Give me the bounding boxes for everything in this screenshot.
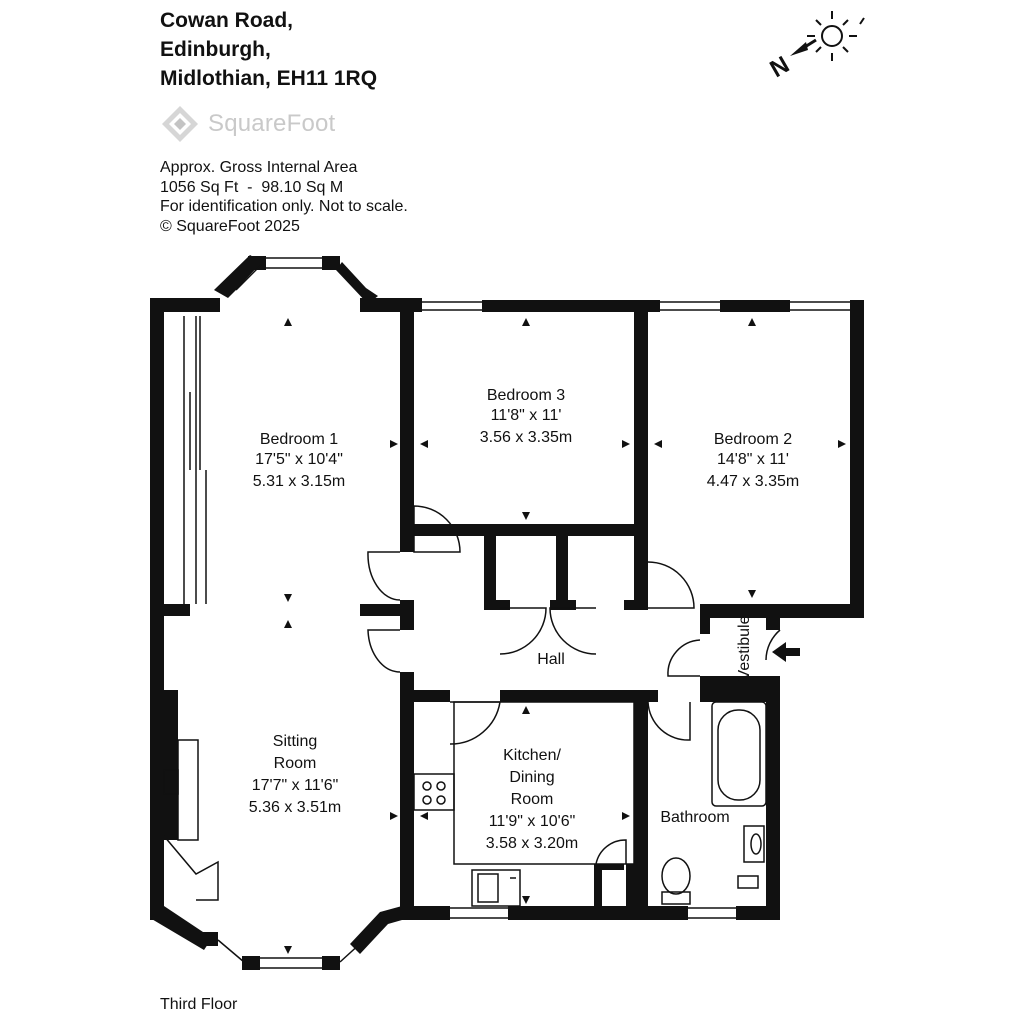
room-labels: Bedroom 1 17'5" x 10'4" 5.31 x 3.15m Bed… (249, 387, 800, 852)
hall-name: Hall (537, 651, 565, 668)
floor-label: Third Floor (160, 996, 238, 1013)
sun-north-compass-icon: N (766, 11, 865, 83)
squarefoot-logo: SquareFoot (160, 104, 335, 144)
kitchen-metric: 3.58 x 3.20m (486, 835, 579, 852)
address-block: Cowan Road, Edinburgh, Midlothian, EH11 … (160, 6, 377, 93)
bedroom3-name: Bedroom 3 (487, 387, 565, 404)
squarefoot-logo-icon (162, 106, 198, 142)
bedroom3-imperial: 11'8" x 11' (491, 407, 562, 424)
area-disclaimer: For identification only. Not to scale. (160, 198, 408, 215)
area-title: Approx. Gross Internal Area (160, 159, 358, 176)
bedroom1-imperial: 17'5" x 10'4" (255, 451, 343, 468)
bathroom-name: Bathroom (660, 809, 729, 826)
sitting-name-line1: Sitting (273, 733, 317, 750)
bedroom1-name: Bedroom 1 (260, 431, 338, 448)
kitchen-name-line3: Room (511, 791, 554, 808)
bedroom1-metric: 5.31 x 3.15m (253, 473, 346, 490)
entrance-arrow-icon (772, 642, 800, 662)
dimension-ticks (284, 318, 846, 954)
vestibule-name: Vestibule (736, 615, 753, 680)
address-line-3: Midlothian, EH11 1RQ (160, 67, 378, 90)
bedroom2-imperial: 14'8" x 11' (717, 451, 789, 468)
area-size: 1056 Sq Ft - 98.10 Sq M (160, 178, 344, 196)
bedroom3-metric: 3.56 x 3.35m (480, 429, 573, 446)
logo-text: SquareFoot (208, 110, 336, 137)
plan-doors (163, 505, 781, 901)
kitchen-imperial: 11'9" x 10'6" (489, 813, 576, 830)
plan-windows (163, 257, 850, 969)
address-line-1: Cowan Road, (160, 9, 294, 32)
plan-walls (150, 255, 864, 970)
kitchen-name-line2: Dining (509, 769, 554, 786)
bedroom2-metric: 4.47 x 3.35m (707, 473, 800, 490)
kitchen-name-line1: Kitchen/ (503, 747, 561, 764)
area-info: Approx. Gross Internal Area 1056 Sq Ft -… (160, 158, 408, 236)
address-line-2: Edinburgh, (160, 38, 271, 61)
sitting-name-line2: Room (274, 755, 317, 772)
sitting-imperial: 17'7" x 11'6" (252, 777, 339, 794)
bedroom2-name: Bedroom 2 (714, 431, 792, 448)
sitting-metric: 5.36 x 3.51m (249, 799, 342, 816)
area-copyright: © SquareFoot 2025 (160, 217, 300, 235)
